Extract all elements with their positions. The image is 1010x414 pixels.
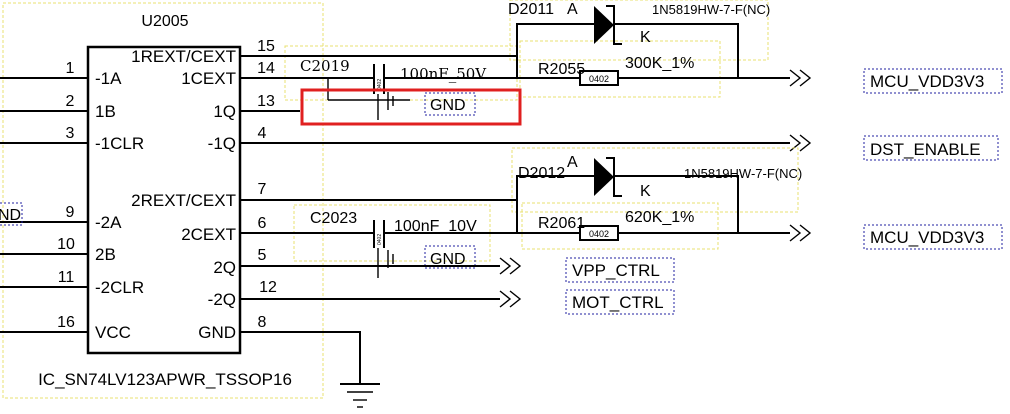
wire-d2012-cathode <box>614 175 739 233</box>
pin-name-8: GND <box>198 323 236 342</box>
mcu-vdd-2-box <box>863 224 1003 250</box>
gnd2-box <box>424 245 476 269</box>
mot-ctrl-label: MOT_CTRL <box>572 293 664 312</box>
pin-name-3: -1CLR <box>95 134 144 153</box>
pin-name-4: -1Q <box>208 134 236 153</box>
d2011-triangle <box>594 6 614 44</box>
c2019-value: 100nF_50V <box>400 65 487 83</box>
pin-num-16: 16 <box>57 314 75 331</box>
r2061-ref: R2061 <box>538 215 585 232</box>
arrow-vdd1-a <box>789 69 802 87</box>
mcu-vdd-1-label: MCU_VDD3V3 <box>870 72 984 91</box>
pin-num-11: 11 <box>58 269 75 286</box>
d2012-anode: A <box>567 154 578 171</box>
wire-d2011-cathode <box>614 23 739 78</box>
d2012-outline <box>511 147 799 213</box>
d2011-part: 1N5819HW-7-F(NC) <box>652 2 770 17</box>
pin-name-1: -1A <box>95 69 122 88</box>
pin-name-16: VCC <box>95 323 131 342</box>
gnd1-box <box>424 92 476 116</box>
pin-name-14: 1CEXT <box>181 69 236 88</box>
d2012-ref: D2012 <box>518 165 565 182</box>
pin-num-10: 10 <box>57 236 75 253</box>
partial-net-box <box>0 202 23 226</box>
pin-num-4: 4 <box>258 125 267 142</box>
c2023-value: 100nF_10V <box>394 218 477 235</box>
pin-num-7: 7 <box>258 181 267 198</box>
pin-name-9: -2A <box>95 213 122 232</box>
pin-name-7: 2REXT/CEXT <box>131 191 236 210</box>
dst-enable-label: DST_ENABLE <box>870 140 981 159</box>
d2012-cathode: K <box>640 183 651 200</box>
arrow-vdd2-a <box>789 224 802 242</box>
vpp-ctrl-label: VPP_CTRL <box>572 261 660 280</box>
ic-ref: U2005 <box>141 13 188 30</box>
r2061-pkg: 0402 <box>589 229 609 239</box>
mcu-vdd-1-box <box>863 68 1003 94</box>
c2019-pkg: 0402 <box>377 79 383 90</box>
pin-num-6: 6 <box>258 215 267 232</box>
pin-num-15: 15 <box>257 38 275 55</box>
mot-ctrl-box <box>565 289 675 315</box>
pin-name-13: 1Q <box>213 102 236 121</box>
pin-num-8: 8 <box>258 314 267 331</box>
arrow-mot-a <box>499 290 512 308</box>
arrow-vdd1-b <box>799 69 812 87</box>
d2011-outline <box>509 0 769 61</box>
d2012-part: 1N5819HW-7-F(NC) <box>684 166 802 181</box>
pin-num-3: 3 <box>66 125 75 142</box>
c2023-ref: C2023 <box>310 210 357 227</box>
pin-name-12: -2Q <box>208 290 236 309</box>
d2011-ref: D2011 <box>508 1 554 18</box>
ic-part: IC_SN74LV123APWR_TSSOP16 <box>38 370 292 389</box>
gnd2-label: GND <box>430 251 466 268</box>
vpp-ctrl-box <box>565 257 675 283</box>
arrow-vpp-a <box>499 257 512 275</box>
pin-num-14: 14 <box>257 60 275 77</box>
mcu-vdd-2-label: MCU_VDD3V3 <box>870 228 984 247</box>
c2019-ref: C2019 <box>300 57 350 75</box>
pin-num-1: 1 <box>66 60 75 77</box>
pin-num-9: 9 <box>66 204 75 221</box>
r2055-pkg: 0402 <box>589 74 609 84</box>
r2061-outline <box>521 202 719 250</box>
pin-num-12: 12 <box>259 279 277 296</box>
pin-name-10: 2B <box>95 245 116 264</box>
arrow-vpp-b <box>509 257 522 275</box>
wire-d2012-anode <box>516 175 594 200</box>
pin-name-5: 2Q <box>213 258 236 277</box>
wire-d2011-anode <box>516 23 594 56</box>
dst-enable-box <box>863 135 999 161</box>
r2055-outline <box>519 40 721 98</box>
partial-net-label: ND <box>0 207 21 224</box>
c2023-pkg: 0402 <box>377 234 383 245</box>
pin-name-15: 1REXT/CEXT <box>131 47 236 66</box>
pin-num-13: 13 <box>257 93 275 110</box>
pin-num-2: 2 <box>66 93 75 110</box>
d2011-anode: A <box>567 1 578 18</box>
r2055-ref: R2055 <box>538 61 585 78</box>
arrow-mot-b <box>509 290 522 308</box>
highlight-box <box>300 88 522 126</box>
arrow-dst-b <box>799 134 812 152</box>
gnd1-label: GND <box>430 97 466 114</box>
arrow-vdd2-b <box>799 224 812 242</box>
r2055-value: 300K_1% <box>625 55 694 72</box>
r2061-value: 620K_1% <box>625 209 694 226</box>
wire-gnd <box>240 331 361 384</box>
d2012-triangle <box>594 158 614 196</box>
d2011-cathode: K <box>640 29 651 46</box>
pin-name-6: 2CEXT <box>181 225 236 244</box>
pin-name-2: 1B <box>95 102 116 121</box>
pin-name-11: -2CLR <box>95 278 144 297</box>
pin-num-5: 5 <box>258 247 267 264</box>
